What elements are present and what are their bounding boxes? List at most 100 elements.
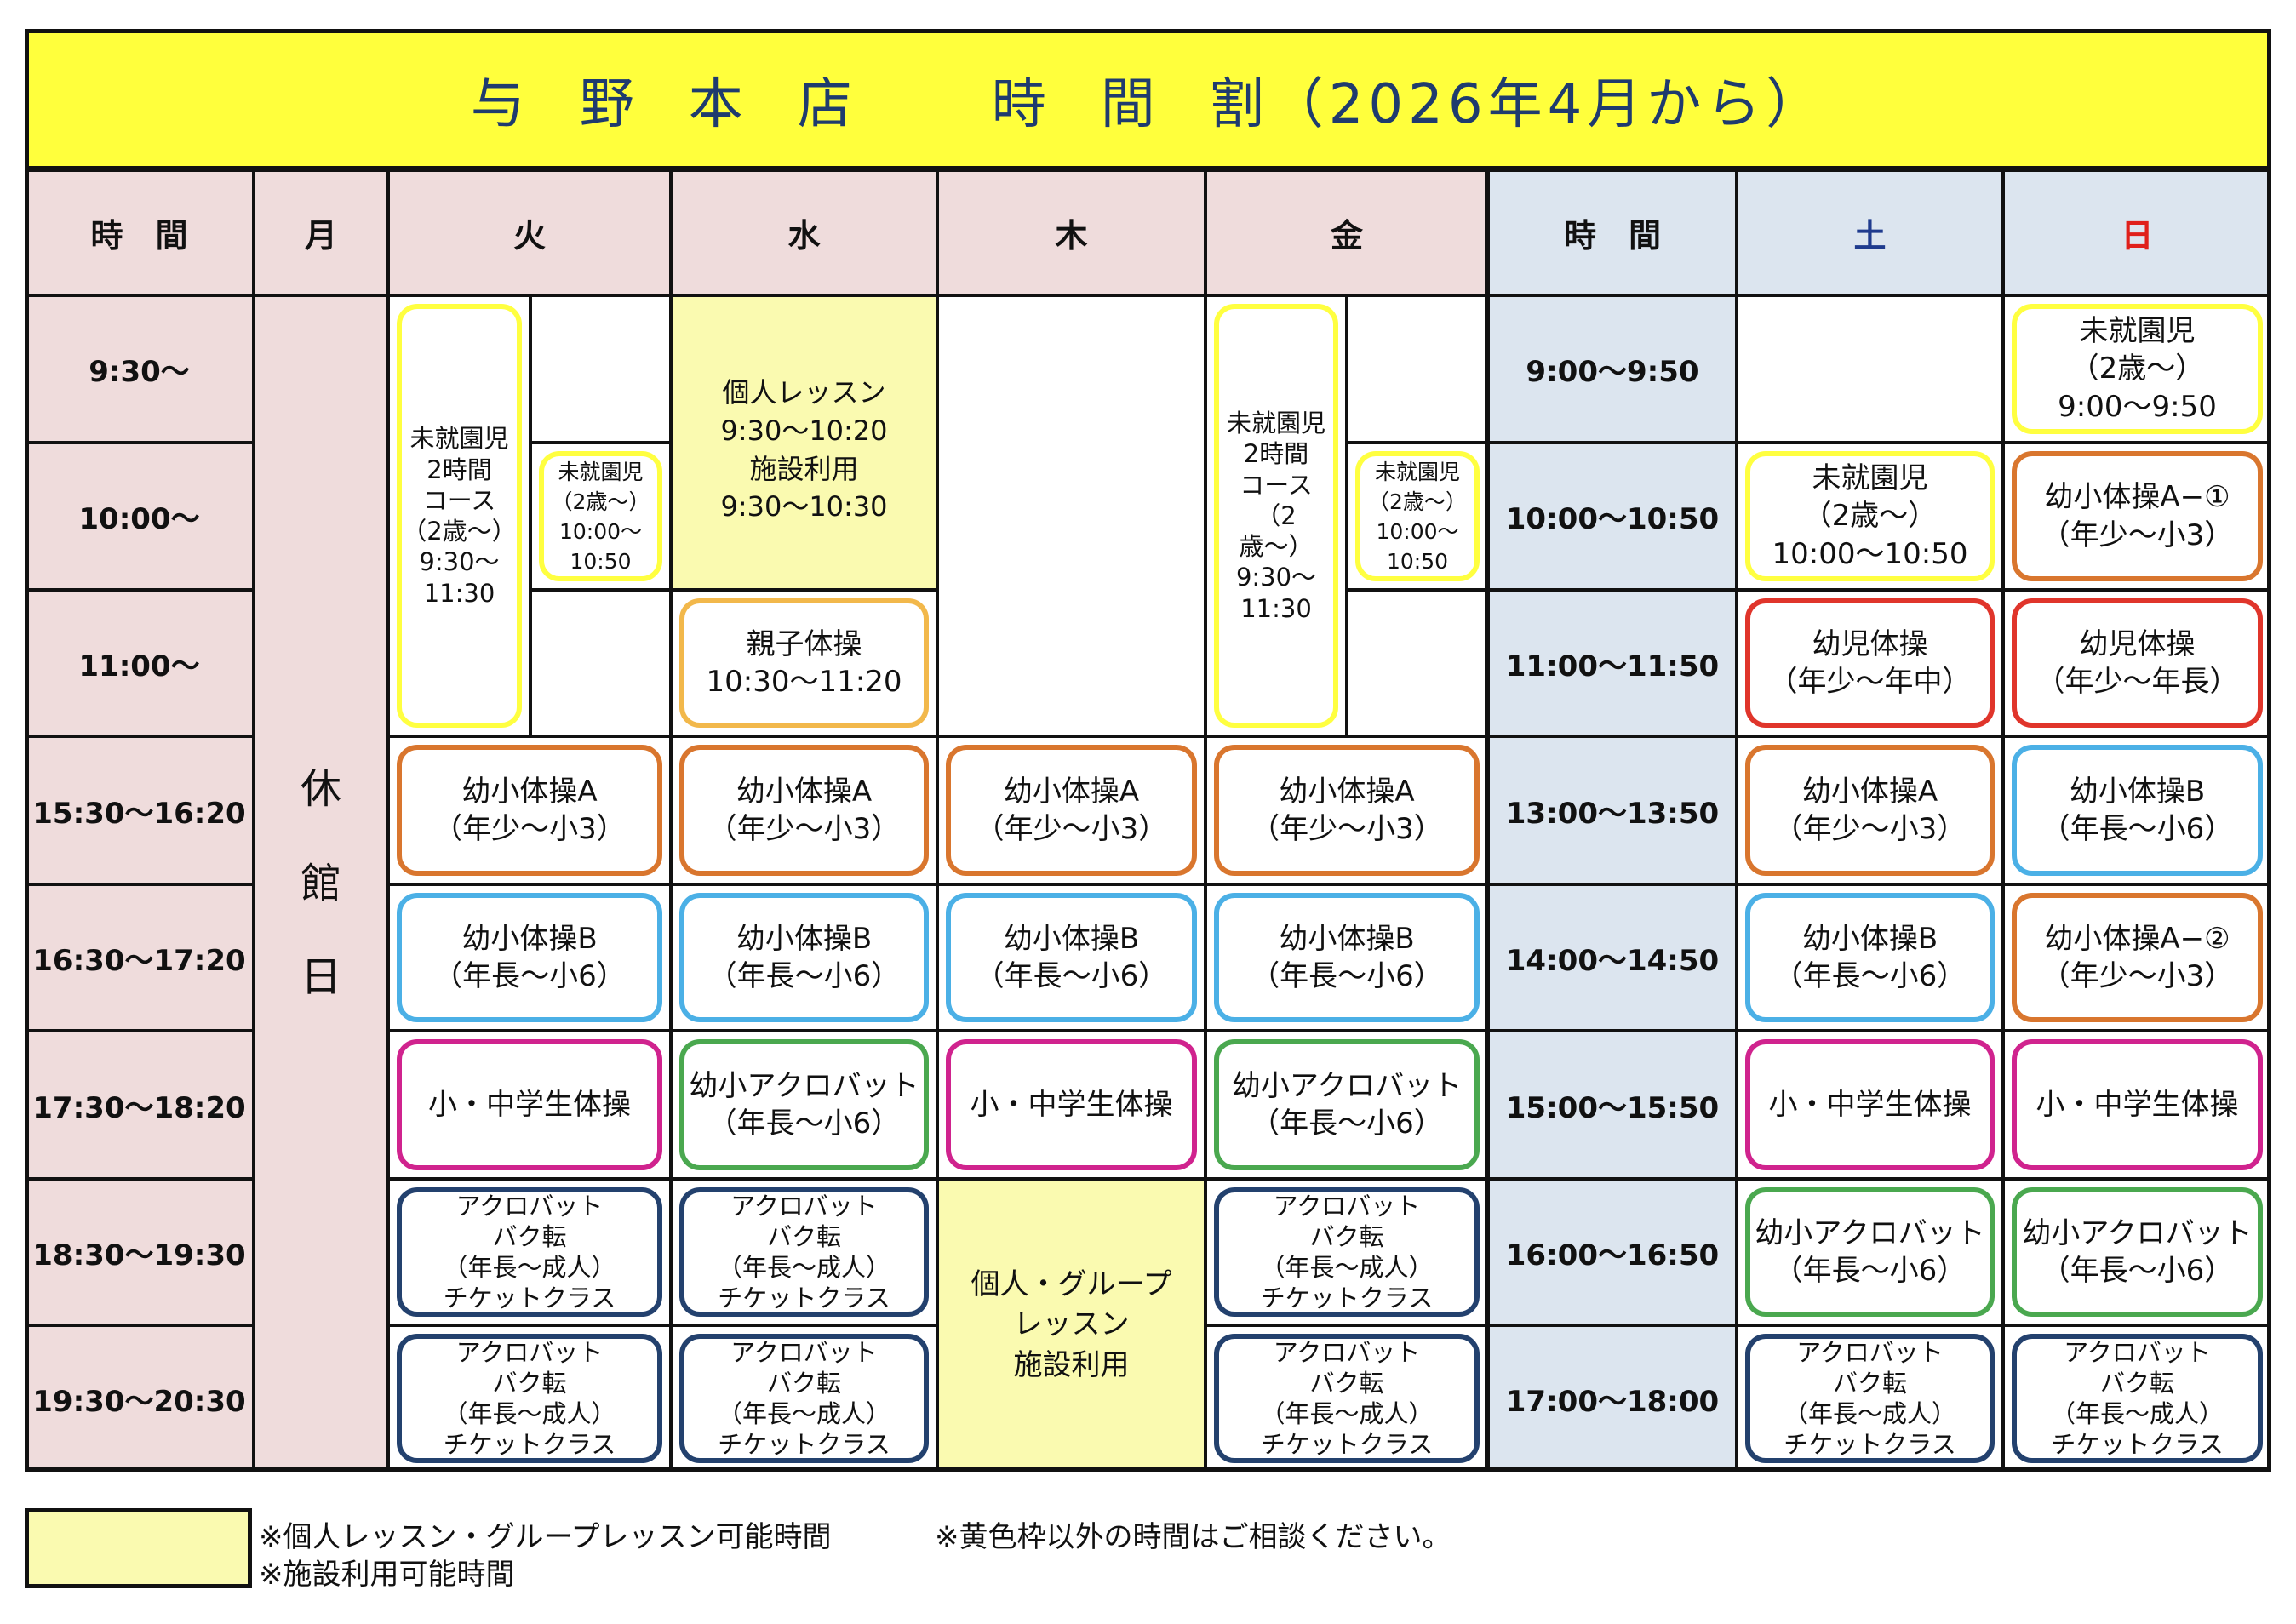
- class-acro[interactable]: アクロバット バク転 （年長〜成人） チケットクラス: [1745, 1334, 1995, 1463]
- class-acro-kids[interactable]: 幼小アクロバット （年長〜小6）: [2012, 1187, 2263, 1317]
- slot: アクロバット バク転 （年長〜成人） チケットクラス: [388, 1179, 671, 1325]
- slot: 幼小アクロバット （年長〜小6）: [671, 1031, 937, 1179]
- legend-note: ※黄色枠以外の時間はご相談ください。: [935, 1520, 1451, 1554]
- slot: 幼小体操A−② （年少〜小3）: [2003, 884, 2271, 1031]
- slot: 幼小体操A−① （年少〜小3）: [2003, 443, 2271, 590]
- class-shochu[interactable]: 小・中学生体操: [1745, 1039, 1995, 1170]
- class-acro[interactable]: アクロバット バク転 （年長〜成人） チケットクラス: [2012, 1334, 2263, 1463]
- class-acro[interactable]: アクロバット バク転 （年長〜成人） チケットクラス: [679, 1334, 929, 1463]
- slot: アクロバット バク転 （年長〜成人） チケットクラス: [1737, 1325, 2003, 1472]
- class-mishu[interactable]: 未就園児 （2歳〜） 10:00〜 10:50: [1355, 451, 1480, 581]
- slot: 幼小体操B （年長〜小6）: [1205, 884, 1488, 1031]
- time-slot: 11:00〜: [25, 590, 254, 736]
- class-A[interactable]: 幼小体操A （年少〜小3）: [679, 745, 929, 876]
- class-acro-kids[interactable]: 幼小アクロバット （年長〜小6）: [1745, 1187, 1995, 1317]
- empty-cell: [530, 590, 671, 736]
- slot: 小・中学生体操: [1737, 1031, 2003, 1179]
- title-char: 本: [688, 73, 748, 136]
- title-char: 時: [991, 73, 1051, 136]
- class-shochu[interactable]: 小・中学生体操: [2012, 1039, 2263, 1170]
- class-shochu[interactable]: 小・中学生体操: [397, 1039, 662, 1170]
- slot: 幼児体操 （年少〜年中）: [1737, 590, 2003, 736]
- wed-private-lesson[interactable]: 個人レッスン 9:30〜10:20 施設利用 9:30〜10:30: [671, 295, 937, 590]
- class-A[interactable]: 幼小体操A （年少〜小3）: [1745, 745, 1995, 876]
- time-slot: 19:30〜20:30: [25, 1325, 254, 1472]
- title-char: 野: [579, 73, 639, 136]
- weekday-weekend-divider: [1485, 170, 1490, 1472]
- slot: 未就園児 （2歳〜） 10:00〜10:50: [1737, 443, 2003, 590]
- empty-cell: [1347, 590, 1488, 736]
- class-B[interactable]: 幼小体操B （年長〜小6）: [946, 893, 1197, 1022]
- time-slot-weekend: 15:00〜15:50: [1488, 1031, 1737, 1179]
- class-oyako[interactable]: 親子体操 10:30〜11:20: [679, 598, 929, 728]
- title-char: 店: [797, 73, 857, 136]
- tue-10: 未就園児 （2歳〜） 10:00〜 10:50: [530, 443, 671, 590]
- time-slot-weekend: 10:00〜10:50: [1488, 443, 1737, 590]
- class-A[interactable]: 幼小体操A （年少〜小3）: [1214, 745, 1480, 876]
- slot: アクロバット バク転 （年長〜成人） チケットクラス: [671, 1179, 937, 1325]
- class-acro[interactable]: アクロバット バク転 （年長〜成人） チケットクラス: [397, 1187, 662, 1317]
- time-slot-weekend: 14:00〜14:50: [1488, 884, 1737, 1031]
- time-slot: 17:30〜18:20: [25, 1031, 254, 1179]
- slot: 幼小体操A （年少〜小3）: [1737, 736, 2003, 884]
- page-title: 与野本店時間割（2026年4月から）: [25, 29, 2271, 170]
- header-sun: 日: [2003, 170, 2271, 295]
- class-mishu-2h[interactable]: 未就園児 2時間 コース （2歳〜） 9:30〜 11:30: [1214, 304, 1338, 728]
- time-slot-weekend: 11:00〜11:50: [1488, 590, 1737, 736]
- class-B[interactable]: 幼小体操B （年長〜小6）: [397, 893, 662, 1022]
- slot: アクロバット バク転 （年長〜成人） チケットクラス: [1205, 1325, 1488, 1472]
- slot: 幼小体操B （年長〜小6）: [937, 884, 1205, 1031]
- class-mishu-2h[interactable]: 未就園児 2時間 コース （2歳〜） 9:30〜 11:30: [397, 304, 522, 728]
- header-thu: 木: [937, 170, 1205, 295]
- header-time-weekend: 時 間: [1488, 170, 1737, 295]
- class-B[interactable]: 幼小体操B （年長〜小6）: [679, 893, 929, 1022]
- slot: アクロバット バク転 （年長〜成人） チケットクラス: [388, 1325, 671, 1472]
- header-wed: 水: [671, 170, 937, 295]
- slot: 幼小アクロバット （年長〜小6）: [1205, 1031, 1488, 1179]
- class-A2[interactable]: 幼小体操A−② （年少〜小3）: [2012, 893, 2263, 1022]
- class-A[interactable]: 幼小体操A （年少〜小3）: [397, 745, 662, 876]
- class-mishu[interactable]: 未就園児 （2歳〜） 9:00〜9:50: [2012, 304, 2263, 434]
- legend-line-2: ※施設利用可能時間: [259, 1558, 515, 1592]
- class-B[interactable]: 幼小体操B （年長〜小6）: [1745, 893, 1995, 1022]
- class-mishu[interactable]: 未就園児 （2歳〜） 10:00〜10:50: [1745, 451, 1995, 581]
- class-B[interactable]: 幼小体操B （年長〜小6）: [2012, 745, 2263, 876]
- class-youji[interactable]: 幼児体操 （年少〜年長）: [2012, 598, 2263, 728]
- slot: アクロバット バク転 （年長〜成人） チケットクラス: [671, 1325, 937, 1472]
- fri-10: 未就園児 （2歳〜） 10:00〜 10:50: [1347, 443, 1488, 590]
- empty-cell: [1347, 295, 1488, 443]
- fri-morning: 未就園児 2時間 コース （2歳〜） 9:30〜 11:30: [1205, 295, 1347, 736]
- slot: 幼小体操B （年長〜小6）: [671, 884, 937, 1031]
- class-A1[interactable]: 幼小体操A−① （年少〜小3）: [2012, 451, 2263, 581]
- title-char: 与: [470, 73, 530, 136]
- class-acro[interactable]: アクロバット バク転 （年長〜成人） チケットクラス: [1214, 1187, 1480, 1317]
- slot: 幼小体操A （年少〜小3）: [1205, 736, 1488, 884]
- legend-swatch: [25, 1508, 252, 1588]
- time-slot: 18:30〜19:30: [25, 1179, 254, 1325]
- time-slot: 9:30〜: [25, 295, 254, 443]
- slot: 未就園児 （2歳〜） 9:00〜9:50: [2003, 295, 2271, 443]
- class-youji[interactable]: 幼児体操 （年少〜年中）: [1745, 598, 1995, 728]
- class-acro-kids[interactable]: 幼小アクロバット （年長〜小6）: [679, 1039, 929, 1170]
- class-shochu[interactable]: 小・中学生体操: [946, 1039, 1197, 1170]
- closed-day: 休 館 日: [254, 295, 388, 1472]
- time-slot: 15:30〜16:20: [25, 736, 254, 884]
- header-time: 時 間: [25, 170, 254, 295]
- class-acro[interactable]: アクロバット バク転 （年長〜成人） チケットクラス: [1214, 1334, 1480, 1463]
- class-acro[interactable]: アクロバット バク転 （年長〜成人） チケットクラス: [397, 1334, 662, 1463]
- tue-morning: 未就園児 2時間 コース （2歳〜） 9:30〜 11:30: [388, 295, 530, 736]
- header-tue: 火: [388, 170, 671, 295]
- empty-cell: [530, 295, 671, 443]
- slot: 幼小体操A （年少〜小3）: [937, 736, 1205, 884]
- header-sat: 土: [1737, 170, 2003, 295]
- class-A[interactable]: 幼小体操A （年少〜小3）: [946, 745, 1197, 876]
- class-acro-kids[interactable]: 幼小アクロバット （年長〜小6）: [1214, 1039, 1480, 1170]
- thu-private-group-lesson[interactable]: 個人・グループ レッスン 施設利用: [937, 1179, 1205, 1472]
- slot: 小・中学生体操: [937, 1031, 1205, 1179]
- class-acro[interactable]: アクロバット バク転 （年長〜成人） チケットクラス: [679, 1187, 929, 1317]
- class-mishu[interactable]: 未就園児 （2歳〜） 10:00〜 10:50: [539, 451, 662, 581]
- slot: 小・中学生体操: [388, 1031, 671, 1179]
- header-fri: 金: [1205, 170, 1488, 295]
- class-B[interactable]: 幼小体操B （年長〜小6）: [1214, 893, 1480, 1022]
